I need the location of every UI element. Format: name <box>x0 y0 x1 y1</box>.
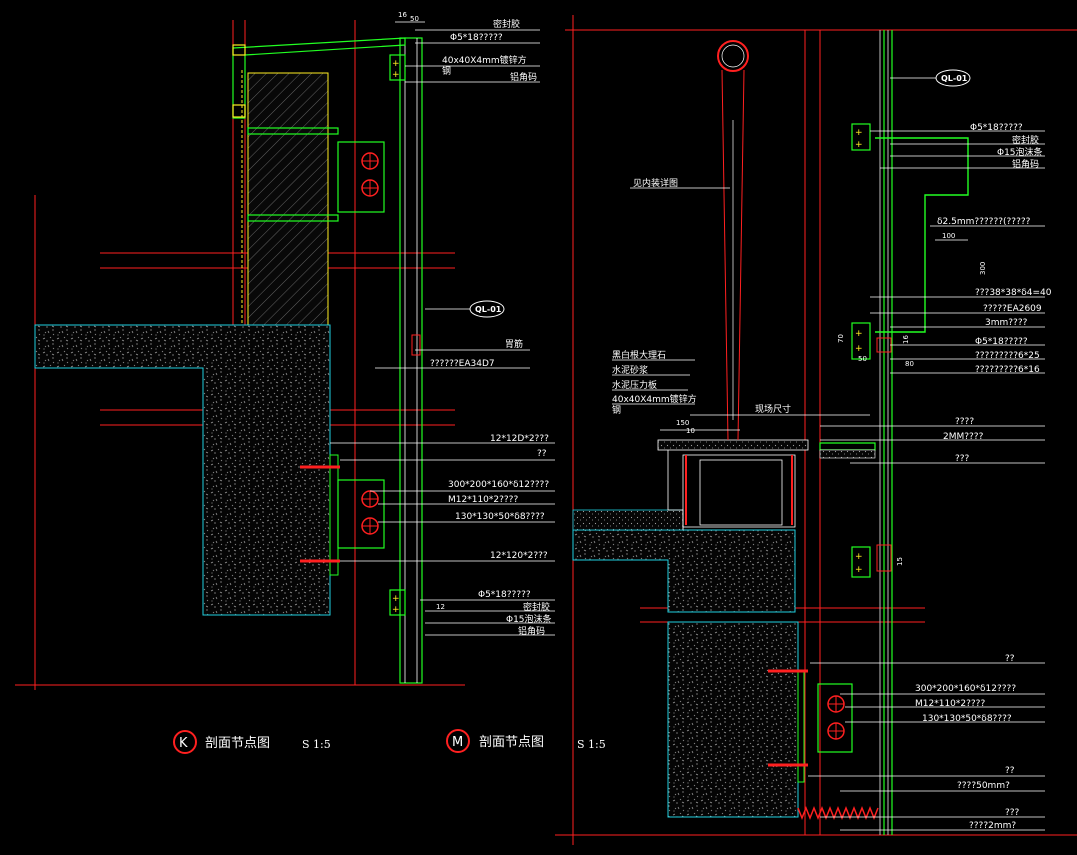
label-m-19: ?? <box>1005 766 1015 776</box>
label-k-17: 铝角码 <box>518 625 545 637</box>
label-m-6: ???38*38*δ4=40 <box>975 288 1052 298</box>
label-m-left-1: 见内装详图 <box>633 177 678 189</box>
label-k-3: 40x40X4mm镀锌方 <box>442 54 527 66</box>
dim-m-300: 300 <box>979 262 987 275</box>
labels-m: Φ5*18????? 密封胶 Φ15泡沫条 铝角码 δ2.5mm??????(?… <box>915 123 1052 831</box>
dim-m-80: 80 <box>905 360 914 368</box>
dim-m-150: 150 <box>676 419 689 427</box>
dim-m-16: 16 <box>902 335 910 344</box>
label-m-5: δ2.5mm??????(????? <box>937 217 1031 227</box>
label-m-3: Φ15泡沫条 <box>997 146 1043 158</box>
label-m-16: 300*200*160*δ12???? <box>915 684 1016 694</box>
label-m-9: Φ5*18????? <box>975 337 1028 347</box>
slab-k <box>34 324 331 616</box>
label-k-1: 密封胶 <box>493 18 520 30</box>
title-k-text: 剖面节点图 <box>205 736 270 751</box>
title-k-scale: S 1:5 <box>302 738 331 751</box>
label-k-6: 胃筋 <box>505 338 523 350</box>
label-m-15: ?? <box>1005 654 1015 664</box>
label-k-4: 钢 <box>442 65 451 77</box>
svg-text:+: + <box>855 128 863 138</box>
label-m-left-3: 水泥砂浆 <box>612 364 648 376</box>
tag-ql01-k-text: QL-01 <box>475 305 502 314</box>
label-m-17: M12*110*2???? <box>915 699 985 709</box>
labels-m-left: 见内装详图 黑白根大理石 水泥砂浆 水泥压力板 40x40X4mm镀锌方 钢 现… <box>612 177 791 416</box>
labels-k: 密封胶 Φ5*18????? 40x40X4mm镀锌方 钢 铝角码 胃筋 ???… <box>430 18 552 637</box>
label-m-14: ??? <box>955 454 970 464</box>
label-m-22: ????2mm? <box>969 821 1016 831</box>
tag-ql01-m-text: QL-01 <box>941 74 968 83</box>
stone-sill-m <box>657 439 809 451</box>
label-m-20: ????50mm? <box>957 781 1010 791</box>
title-k-circle <box>173 730 197 754</box>
dim-m-10: 10 <box>686 427 695 435</box>
label-k-12: 130*130*50*δ8???? <box>455 512 545 522</box>
svg-text:+: + <box>855 552 863 562</box>
slab-m <box>572 529 796 613</box>
embed-plate-lower-k <box>337 479 385 549</box>
svg-text:+: + <box>392 605 400 615</box>
label-m-4: 铝角码 <box>1012 158 1039 170</box>
label-m-21: ??? <box>1005 808 1020 818</box>
embed-plate-upper-k <box>337 141 385 213</box>
svg-text:+: + <box>392 59 400 69</box>
label-k-7: ??????EA34D7 <box>430 359 495 369</box>
column-m <box>667 621 799 818</box>
label-m-left-2: 黑白根大理石 <box>612 349 666 361</box>
label-m-13: 2MM???? <box>943 432 984 442</box>
title-k-letter: K <box>179 736 188 751</box>
svg-text:+: + <box>392 594 400 604</box>
label-m-left-4: 水泥压力板 <box>612 379 657 391</box>
title-m-circle <box>446 729 470 753</box>
label-k-14: Φ5*18????? <box>478 590 531 600</box>
dim-16: 16 <box>398 11 407 19</box>
title-m-scale: S 1:5 <box>577 738 606 751</box>
label-m-10: ?????????6*25 <box>975 351 1040 361</box>
svg-text:+: + <box>392 70 400 80</box>
label-k-10: 300*200*160*δ12???? <box>448 480 549 490</box>
dim-m-70: 70 <box>837 334 845 343</box>
label-m-11: ?????????6*16 <box>975 365 1040 375</box>
svg-text:+: + <box>855 140 863 150</box>
svg-text:+: + <box>855 329 863 339</box>
detail-m: + + + + + + 150 10 100 300 70 50 80 16 <box>446 15 1077 845</box>
label-m-left-6: 钢 <box>612 404 621 416</box>
curtain-rod-m <box>717 40 749 72</box>
label-k-11: M12*110*2???? <box>448 495 518 505</box>
svg-text:+: + <box>855 565 863 575</box>
label-k-5: 铝角码 <box>510 71 537 83</box>
dim-50: 50 <box>410 15 419 23</box>
title-m-text: 剖面节点图 <box>479 735 544 750</box>
label-k-8: 12*12D*2??? <box>490 434 549 444</box>
title-m-letter: M <box>452 735 463 750</box>
label-k-13: 12*120*2??? <box>490 551 548 561</box>
label-k-9: ?? <box>537 449 547 459</box>
dim-m-15: 15 <box>896 557 904 566</box>
dim-m-50: 50 <box>858 355 867 363</box>
label-m-left-7: 现场尺寸 <box>755 403 791 415</box>
detail-k: + + + + 16 50 12 QL-01 <box>15 11 555 754</box>
label-m-18: 130*130*50*δ8???? <box>922 714 1012 724</box>
label-k-16: Φ15泡沫条 <box>506 613 552 625</box>
label-m-2: 密封胶 <box>1012 134 1039 146</box>
label-m-12: ???? <box>955 417 974 427</box>
aluminium-panel-m <box>875 137 969 333</box>
masonry-wall-k <box>247 72 329 326</box>
dim-12: 12 <box>436 603 445 611</box>
label-m-1: Φ5*18????? <box>970 123 1023 133</box>
svg-text:+: + <box>855 344 863 354</box>
embed-plate-m <box>817 683 853 753</box>
label-m-left-5: 40x40X4mm镀锌方 <box>612 393 697 405</box>
dim-m-100: 100 <box>942 232 955 240</box>
label-m-8: 3mm???? <box>985 318 1028 328</box>
label-m-7: ?????EA2609 <box>983 304 1042 314</box>
label-k-2: Φ5*18????? <box>450 33 503 43</box>
label-k-15: 密封胶 <box>523 601 550 613</box>
